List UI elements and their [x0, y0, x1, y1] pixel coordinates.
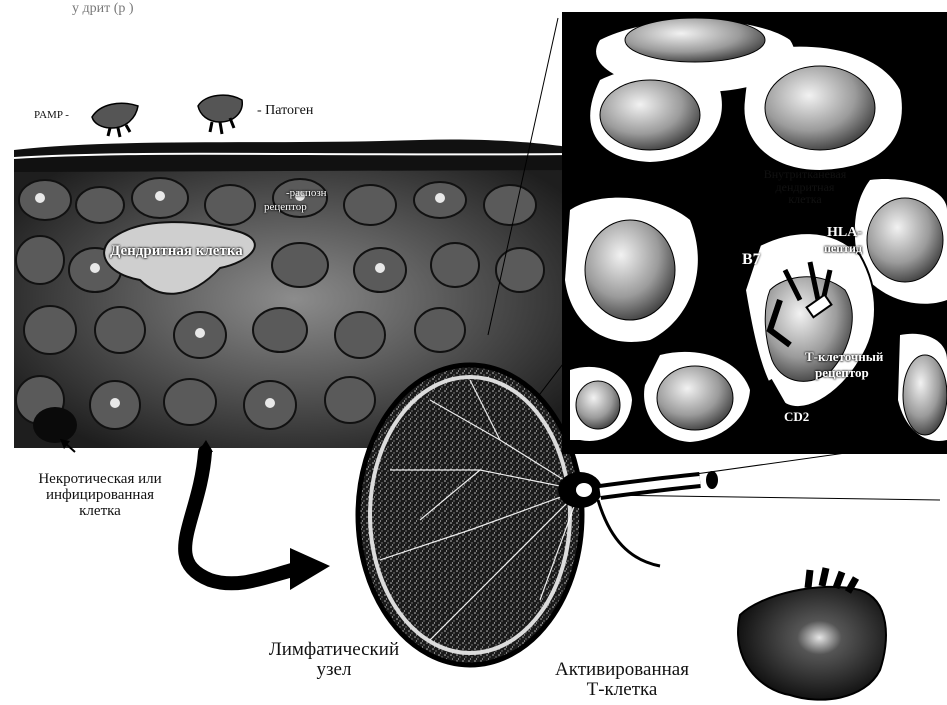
b7-label: B7 — [742, 252, 761, 269]
top-caption: у дрит (р ) — [72, 2, 134, 17]
receptor-label: -распозн — [286, 188, 327, 200]
lymph-node-line-1: Лимфатический — [234, 640, 434, 660]
activated-t-line-1: Активированная — [522, 660, 722, 680]
interstitial-dc-line-1: Внутритканевая — [740, 168, 870, 181]
interstitial-dc-line-3: клетка — [740, 193, 870, 206]
hla-label-1: HLA- — [827, 226, 862, 241]
dendritic-cell-label: Дендритная клетка — [110, 244, 243, 260]
necrotic-line-2: инфицированная — [0, 488, 200, 504]
lymph-node-label: Лимфатический узел — [234, 640, 434, 680]
tcr-label-2: рецептор — [815, 366, 869, 380]
arrow-to-lymph-node — [290, 548, 330, 590]
activated-t-cell — [738, 568, 886, 700]
pamp-label: PAMP - — [34, 110, 69, 122]
activated-t-line-2: Т-клетка — [522, 680, 722, 700]
pamp-glyph — [92, 103, 138, 137]
interstitial-dc-label: Внутритканевая дендритная клетка — [740, 168, 870, 206]
activated-t-cell-label: Активированная Т-клетка — [522, 660, 722, 700]
tcr-label-1: Т-клеточный — [805, 350, 883, 364]
pathogen-label: - Патоген — [257, 104, 313, 119]
necrotic-line-1: Некротическая или — [0, 472, 200, 488]
zoom-panel — [562, 12, 947, 454]
pathogen-glyph — [198, 95, 242, 134]
necrotic-line-3: клетка — [0, 504, 200, 520]
necrotic-cell-label: Некротическая или инфицированная клетка — [0, 472, 200, 519]
cd28-label: CD2 — [784, 410, 809, 424]
lymph-node-line-2: узел — [234, 660, 434, 680]
hla-label-2: пептид — [824, 242, 862, 255]
receptor-label-2: рецептор — [264, 202, 307, 214]
